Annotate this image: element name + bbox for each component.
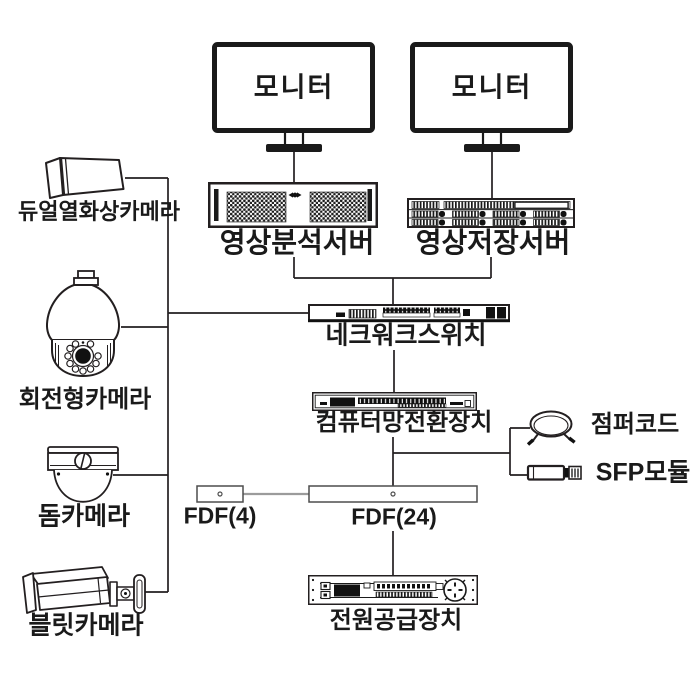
network-switch-label: 네크워크스위치: [325, 321, 487, 350]
ptz-camera-icon: [45, 270, 121, 378]
dual-thermal-camera-label: 듀얼열화상카메라: [18, 199, 180, 224]
connection-lines: [113, 152, 530, 593]
network-converter-icon: [312, 392, 477, 411]
storage-server-label: 영상저장서버: [415, 227, 571, 258]
fdf24-label: FDF(24): [351, 503, 437, 530]
fdf24-box: [308, 485, 478, 503]
dual-thermal-camera-icon: [45, 157, 125, 199]
jumper-cord-label: 점퍼코드: [590, 411, 680, 438]
analysis-server-icon: [208, 182, 378, 228]
bullet-camera-label: 블릿카메라: [28, 611, 144, 640]
analysis-server-label: 영상분석서버: [219, 227, 375, 258]
bullet-camera-icon: [22, 566, 146, 614]
fdf4-box: [196, 485, 244, 503]
power-symbol-icon: [288, 192, 302, 198]
monitor-icon-left: [212, 42, 375, 152]
dome-camera-icon: [47, 446, 119, 503]
ptz-camera-label: 회전형카메라: [18, 386, 152, 413]
sfp-module-icon: [526, 464, 582, 481]
jumper-cord-icon: [526, 410, 576, 446]
fan-icon: [443, 578, 467, 602]
dome-camera-label: 돔카메라: [37, 502, 131, 531]
monitor-right-label: 모니터: [451, 72, 533, 103]
network-switch-icon: [308, 304, 510, 323]
monitor-left-label: 모니터: [253, 72, 335, 103]
fdf4-label: FDF(4): [183, 502, 257, 529]
sfp-module-label: SFP모듈: [595, 458, 691, 487]
power-supply-icon: [308, 575, 478, 605]
network-converter-label: 컴퓨터망전환장치: [315, 409, 493, 436]
power-supply-label: 전원공급장치: [329, 607, 463, 634]
monitor-icon-right: [410, 42, 573, 152]
storage-server-icon: [407, 198, 575, 228]
